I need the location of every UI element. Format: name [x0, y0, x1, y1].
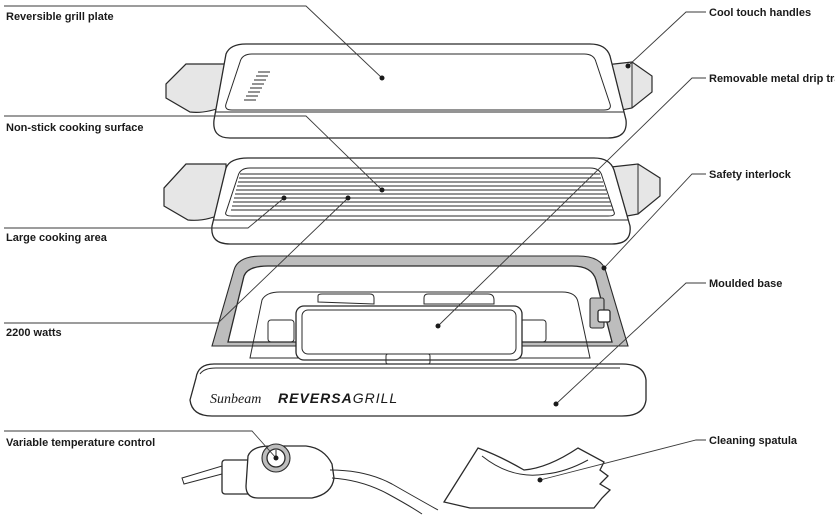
- label-cool-touch-handles: Cool touch handles: [709, 7, 811, 19]
- label-removable-metal-drip-tray: Removable metal drip tray: [709, 73, 835, 85]
- label-non-stick-cooking-surface: Non-stick cooking surface: [6, 122, 144, 134]
- temperature-control-probe: [181, 443, 439, 515]
- safety-interlock: [589, 297, 611, 329]
- grease-channel: [244, 71, 270, 101]
- model-name: REVERSAGRILL: [278, 390, 398, 406]
- label-safety-interlock: Safety interlock: [709, 169, 792, 181]
- label-watts: 2200 watts: [6, 327, 62, 339]
- label-large-cooking-area: Large cooking area: [6, 232, 108, 244]
- label-variable-temperature-control: Variable temperature control: [6, 437, 155, 449]
- reversible-grill-plate: [165, 43, 653, 139]
- brand-logo-sunbeam: Sunbeam: [210, 392, 261, 407]
- grill-plate-ribbed: [163, 157, 661, 245]
- grill-ribs: [231, 173, 613, 211]
- cleaning-spatula: [442, 447, 612, 509]
- labels: Reversible grill plate Non-stick cooking…: [6, 7, 835, 449]
- callout-lines: [4, 5, 706, 483]
- moulded-base: Sunbeam REVERSAGRILL: [189, 255, 647, 417]
- label-reversible-grill-plate: Reversible grill plate: [6, 11, 114, 23]
- model-name-bold: REVERSA: [278, 390, 353, 406]
- model-name-light: GRILL: [353, 390, 398, 406]
- label-moulded-base: Moulded base: [709, 278, 782, 290]
- drip-tray: [295, 305, 523, 365]
- label-cleaning-spatula: Cleaning spatula: [709, 435, 798, 447]
